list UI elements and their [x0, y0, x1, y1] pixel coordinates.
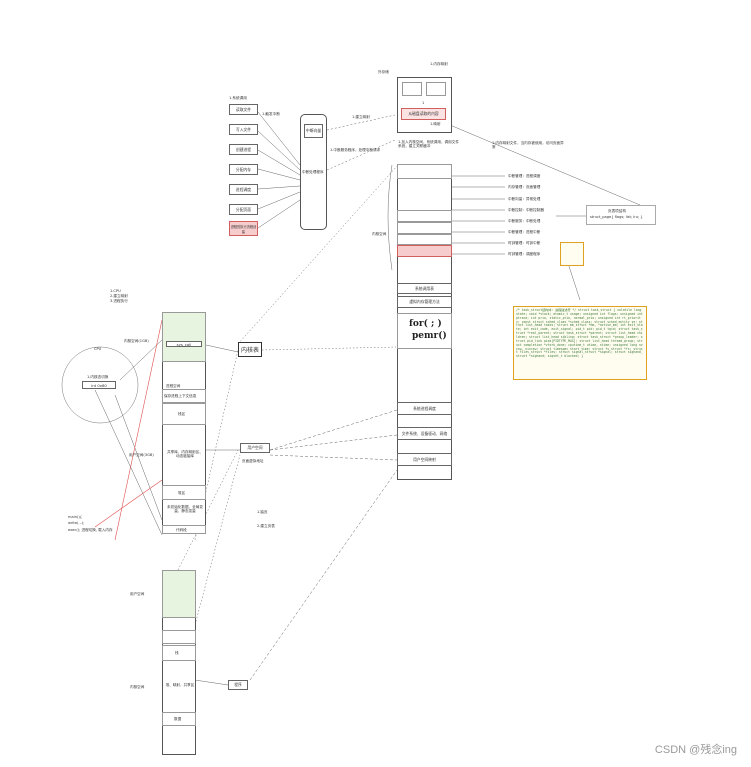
proc-side-code-1: write(...); — [68, 521, 85, 525]
top-cluster-label-b: 1.内存映射 — [430, 62, 448, 66]
proc-seg-code: 代码段 — [176, 528, 187, 532]
interrupt-hub-label: 中断处理程序 — [302, 170, 324, 174]
top-cluster-note-left: 1.建立映射 — [352, 115, 370, 119]
left-list-item-5: 分配页面 — [229, 204, 258, 215]
left-list-item-0: 读取文件 — [229, 104, 258, 115]
proc-seg-ctx-box — [162, 389, 206, 403]
kernel-label-fs: 文件系统、设备驱动、网络 — [397, 427, 452, 440]
proc-seg-syscall: sys_call — [166, 341, 202, 347]
top-cluster-sub-label: 1.映射 — [430, 122, 441, 126]
left-list-side-note: 1.触发中断 — [262, 112, 280, 116]
hub2-sub: 页面虚拟地址 — [242, 459, 264, 463]
right-note-1: 内存管理：页面管理 — [508, 185, 541, 189]
proc-seg-stack-box — [162, 403, 206, 425]
csdn-watermark: CSDN @残念ing — [654, 744, 737, 756]
right-note-7: 时钟管理：调度程序 — [508, 252, 541, 256]
interrupt-hub-top: 中断向量 — [304, 124, 323, 138]
left-list-item-2: 创建进程 — [229, 144, 258, 155]
proc-seg-heap: 堆区 — [178, 491, 186, 495]
kernel-label-syscall: 系统调用表 — [397, 283, 452, 294]
mid-note-1: 2.建立页表 — [257, 524, 275, 528]
kernel-stack-row-0 — [397, 164, 452, 179]
left-list-item-3: 分配内存 — [229, 164, 258, 175]
kernel-loop-line-1: pemr() — [412, 331, 447, 341]
proc-seg-stack: 栈区 — [178, 412, 186, 416]
left-list-red-item: 进程的执行流程创建 — [229, 221, 258, 236]
kernel-stack-row-2 — [397, 222, 452, 234]
proc-side-code-0: main(){ — [68, 515, 83, 519]
kernel-label-user-map: 用户空间映射 — [397, 453, 452, 466]
top-cluster-inner-a — [402, 82, 422, 96]
proc-label-kernel: 内核空间(1GB) — [124, 339, 149, 343]
proc-seg-bss: 未初始化数据、全局变量、静态变量 — [167, 505, 203, 514]
kernel-stack-row-1 — [397, 210, 452, 222]
circle-inner-top: 1.内核态切换 — [87, 375, 109, 379]
hub2-box: 用户空间 — [240, 443, 270, 453]
right-note-2: 中断向量：异常处理 — [508, 197, 541, 201]
task-struct-code-note: /* task_struct结构体: 进程描述符 */ struct task_… — [513, 306, 647, 380]
circle-inner-box: int 0x80 — [82, 381, 116, 389]
right-note-6: 时钟管理：时钟中断 — [508, 241, 541, 245]
kernel-stack-brace-label: 内核空间 — [372, 232, 387, 236]
lower-stack-green — [162, 570, 196, 618]
kernel-label-vmm: 虚拟内存管理方法 — [397, 296, 452, 308]
kernel-label-sched: 系统进程调度 — [397, 402, 452, 415]
lower-seg-stack-box — [162, 645, 196, 661]
proc-seg-ctx: 保存进程上下文信息 — [164, 394, 197, 398]
left-list-title: 1.系统调用 — [229, 96, 247, 100]
lower-seg-stack: 栈 — [175, 651, 179, 655]
left-list-item-1: 写入文件 — [229, 124, 258, 135]
page-struct-text: struct_page{ flags; list; lru; } — [590, 215, 643, 219]
page-struct-title: 页表项结构 — [608, 209, 626, 213]
mem-box: 内核表 — [238, 342, 262, 357]
top-cluster-red-box: 从磁盘读取的内容 — [401, 108, 446, 120]
left-list-item-4: 进程调度 — [229, 184, 258, 195]
right-note-5: 中断管理：进程中断 — [508, 230, 541, 234]
right-note-3: 中断控制：中断控制器 — [508, 208, 544, 212]
lower-seg-data-box — [162, 712, 196, 726]
top-cluster-label-a: 外存储 — [378, 70, 389, 74]
lower-seg-a — [162, 630, 196, 644]
circle-top-note-1: 2.建立映射 — [110, 294, 128, 298]
proc-stack-green — [162, 312, 206, 362]
proc-seg-code-box — [162, 525, 206, 534]
circle-top-note-0: 1.CPU — [110, 289, 121, 293]
circle-title: CPU — [94, 347, 102, 351]
proc-seg-heap-box — [162, 485, 206, 500]
top-cluster-inner-b — [426, 82, 446, 96]
lower-label-user: 用户空间 — [130, 592, 145, 596]
top-cluster-note-mid: 1.加入内核空间，系统调用，调用文件系统，建立关联缓冲 — [398, 140, 459, 149]
kernel-loop-box — [397, 313, 452, 349]
kernel-stack-red-row — [397, 245, 452, 257]
right-note-0: 中断管理：进程调度 — [508, 174, 541, 178]
top-cluster-note-right: 1.内存映射文件，当内存被使用，访问页面异常 — [492, 141, 564, 150]
left-list-side-note-2: 1.中断服务程序，处理中断请求 — [330, 148, 381, 152]
right-small-note-box — [560, 242, 584, 266]
proc-seg-shared: 共享库、内存映射区、动态链接库 — [167, 450, 203, 459]
kernel-loop-line-0: for( ; ) — [409, 319, 442, 329]
top-cluster-red-label: 从磁盘读取的内容 — [408, 111, 439, 116]
right-note-4: 中断服务：中断处理 — [508, 219, 541, 223]
kernel-stack-row-3 — [397, 234, 452, 245]
lower-hub: 程序 — [228, 680, 248, 690]
page-struct-box — [586, 205, 656, 225]
circle-top-note-2: 3.进程执行 — [110, 299, 128, 303]
lower-seg-data: 数据 — [174, 717, 182, 721]
lower-seg-shared: 堆、映射、共享区 — [165, 683, 195, 687]
proc-label-space: 进程空间 — [166, 384, 181, 388]
proc-label-user: 用户空间(3GB) — [129, 453, 154, 457]
mid-note-0: 1.缺页 — [257, 510, 268, 514]
lower-label-kernel: 内核空间 — [130, 685, 145, 689]
top-cluster-inner-label: 1 — [422, 101, 425, 105]
proc-side-code-2: exec(); 进程切换, 载入内存 — [68, 528, 113, 532]
